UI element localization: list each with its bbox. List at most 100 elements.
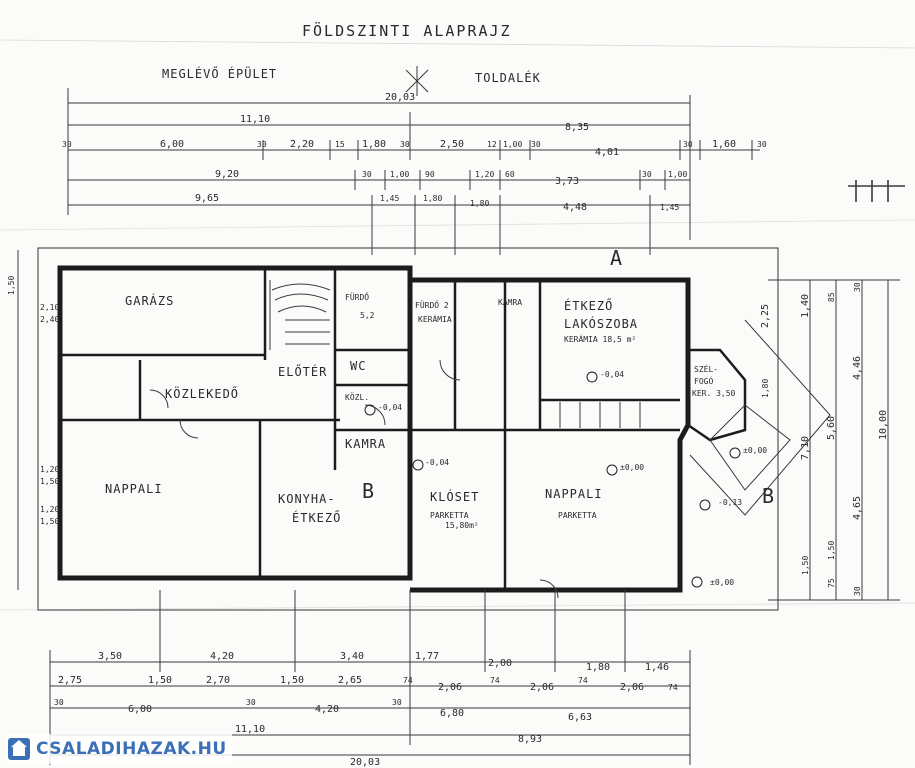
dim-b2-6: 2,06 — [438, 682, 462, 693]
dim-b2-8: 2,06 — [530, 682, 554, 693]
dim-b3-4: 30 — [392, 698, 402, 707]
dim-right-6: 7,10 — [800, 436, 811, 460]
dim-left-0: 1,50 — [7, 276, 16, 295]
dim-b3-6: 6,63 — [568, 712, 592, 723]
existing-building-label: MEGLÉVŐ ÉPÜLET — [162, 65, 277, 81]
dim-left-1: 2,10 — [40, 303, 59, 312]
dim-r4-4: 1,20 — [475, 170, 494, 179]
room-garage: GARÁZS — [125, 293, 174, 308]
room-living2: NAPPALI — [545, 487, 603, 501]
dim-b2-2: 2,70 — [206, 675, 230, 686]
dim-r4-5: 60 — [505, 170, 515, 179]
dim-b2-4: 2,65 — [338, 675, 362, 686]
room-pantry: KAMRA — [345, 437, 386, 451]
room-kloset-floor: PARKETTA — [430, 511, 469, 520]
right-dimension-labels: 2,25 1,40 85 30 4,46 10,00 7,10 5,60 4,6… — [760, 282, 889, 596]
dim-b2-9: 74 — [578, 676, 588, 685]
dim-right-8: 4,65 — [852, 496, 863, 520]
dim-top-extension: 8,35 — [565, 122, 589, 133]
dim-right-7: 5,60 — [826, 416, 837, 440]
dim-right-11: 1,50 — [827, 541, 836, 560]
dim-b1-1: 4,20 — [210, 651, 234, 662]
dim-r5-2: 1,80 — [423, 194, 442, 203]
paper-texture — [0, 39, 915, 611]
dim-r4-0: 9,20 — [215, 169, 239, 180]
dim-r4-3: 90 — [425, 170, 435, 179]
dim-b1-6: 1,46 — [645, 662, 669, 673]
dim-b2-1: 1,50 — [148, 675, 172, 686]
dim-r4-8: 1,00 — [668, 170, 687, 179]
dim-right-9: 1,80 — [761, 379, 770, 398]
level-kloset: -0,04 — [425, 458, 449, 467]
section-mark-b-right: B — [762, 484, 774, 508]
dim-b3-1: 6,00 — [128, 704, 152, 715]
room-bathroom1: FÜRDŐ — [345, 292, 369, 302]
dim-b2-10: 2,06 — [620, 682, 644, 693]
dim-right-3: 30 — [853, 282, 862, 292]
dim-b4-0: 11,10 — [235, 724, 265, 735]
dim-r3-2: 30 — [257, 140, 267, 149]
room-dining: ÉTKEZŐ — [564, 298, 613, 313]
dim-b1-3: 1,77 — [415, 651, 439, 662]
level-pantry: -0,04 — [378, 403, 402, 412]
dim-r4-1: 30 — [362, 170, 372, 179]
dim-b3-5: 6,80 — [440, 708, 464, 719]
room-kloset-area: 15,80m² — [445, 521, 479, 530]
dim-b5-0: 20,03 — [350, 757, 380, 768]
room-wc: WC — [350, 359, 366, 373]
room-living-dining: LAKÓSZOBA — [564, 316, 638, 331]
left-dimension-labels: 1,50 2,10 2,40 1,20 1,50 1,20 1,50 — [7, 250, 59, 590]
room-bathroom2-floor: KERÁMIA — [418, 313, 452, 324]
entrance-platform — [709, 404, 791, 491]
dim-r4-7: 30 — [642, 170, 652, 179]
watermark-text: CSALADIHAZAK.HU — [36, 739, 227, 759]
level-windbreak: ±0,00 — [743, 446, 767, 455]
room-living1: NAPPALI — [105, 482, 163, 496]
dim-left-6: 1,50 — [40, 517, 59, 526]
dim-r3-8: 12 — [487, 140, 497, 149]
staircase — [269, 280, 641, 428]
dim-b3-0: 30 — [54, 698, 64, 707]
room-bathroom1-area: 5,2 — [360, 311, 375, 320]
dim-b2-7: 74 — [490, 676, 500, 685]
dim-r3-5: 1,80 — [362, 139, 386, 150]
dim-b2-5: 74 — [403, 676, 413, 685]
dim-r3-7: 2,50 — [440, 139, 464, 150]
dim-b3-2: 30 — [246, 698, 256, 707]
room-living2-floor: PARKETTA — [558, 511, 597, 520]
level-living: ±0,00 — [620, 463, 644, 472]
dim-b2-3: 1,50 — [280, 675, 304, 686]
dim-right-0: 2,25 — [760, 304, 771, 328]
room-corridor: KÖZLEKEDŐ — [165, 385, 239, 401]
dim-r5-1: 1,45 — [380, 194, 399, 203]
room-pantry-small: KAMRA — [498, 298, 522, 307]
dim-right-2: 85 — [827, 292, 836, 302]
dim-top-total: 20,03 — [385, 92, 415, 103]
level-terrace: -0,13 — [718, 498, 742, 507]
dim-r3-0: 30 — [62, 140, 72, 149]
dim-r4-2: 1,00 — [390, 170, 409, 179]
room-corridor-small: KÖZL. — [345, 392, 369, 402]
dim-r5-3: 1,80 — [470, 199, 489, 208]
dim-r3-1: 6,00 — [160, 139, 184, 150]
boundary-star-icon — [405, 66, 429, 96]
dim-left-2: 2,40 — [40, 315, 59, 324]
dim-r3-13: 1,60 — [712, 139, 736, 150]
dim-left-3: 1,20 — [40, 465, 59, 474]
dim-r3-14: 30 — [757, 140, 767, 149]
terrace-outline — [689, 319, 831, 516]
right-dimension-lines — [768, 279, 900, 601]
house-logo-icon — [8, 738, 30, 760]
level-entrance: ±0,00 — [710, 578, 734, 587]
dim-right-5: 10,00 — [878, 410, 889, 440]
level-dining: -0,04 — [600, 370, 624, 379]
dim-b2-11: 74 — [668, 683, 678, 692]
dim-r5-4: 4,48 — [563, 202, 587, 213]
dim-b1-2: 3,40 — [340, 651, 364, 662]
dim-r3-9: 1,00 — [503, 140, 522, 149]
dim-r3-3: 2,20 — [290, 139, 314, 150]
walls-extension — [410, 277, 747, 593]
plan-title: FÖLDSZINTI ALAPRAJZ — [302, 21, 512, 40]
room-hall: ELŐTÉR — [278, 364, 327, 379]
